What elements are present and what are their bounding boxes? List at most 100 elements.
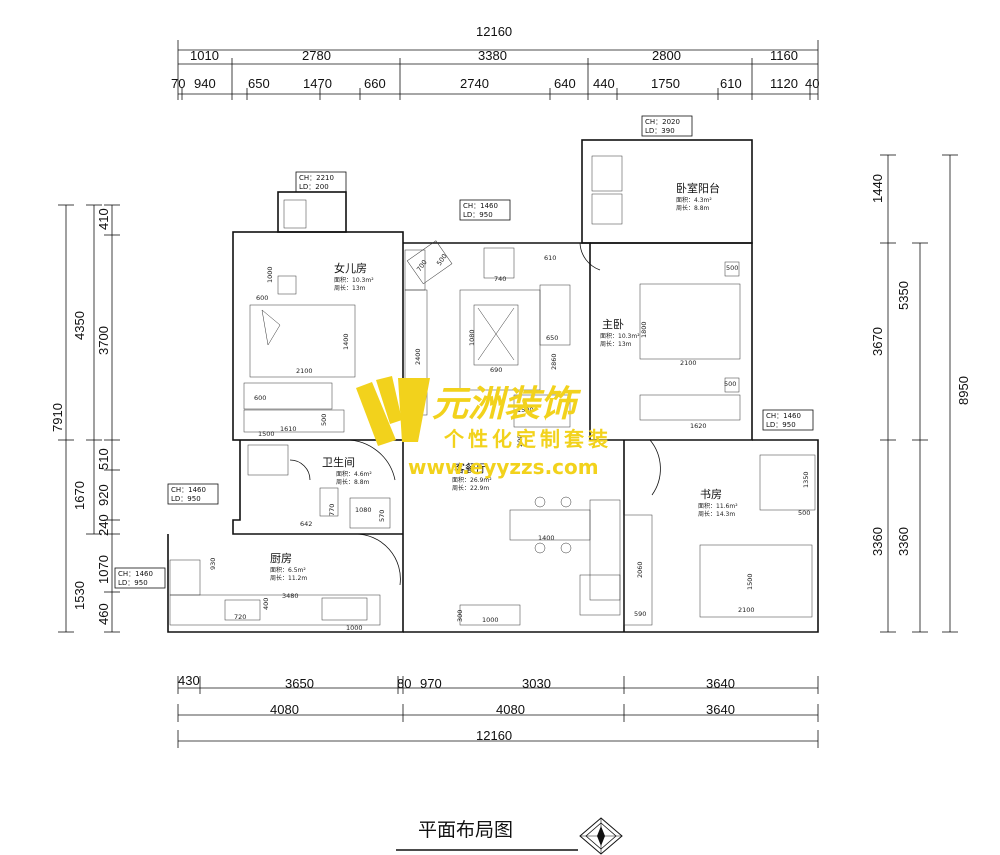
- room-area: 面积：10.3m²: [334, 276, 374, 284]
- dim-label: 40: [805, 76, 819, 91]
- dim-label: 3360: [896, 527, 911, 556]
- room-kitchen: 厨房 面积：6.5m² 周长：11.2m: [270, 552, 307, 582]
- furniture-dim: 1000: [482, 616, 499, 624]
- room-name: 客餐厅: [454, 461, 487, 475]
- room-perimeter: 周长：11.2m: [270, 574, 307, 582]
- dim-label: 1750: [651, 76, 680, 91]
- furniture-dim: 1000: [266, 266, 274, 283]
- furniture: [169, 155, 816, 626]
- furniture-dim: 1500: [258, 430, 275, 438]
- room-perimeter: 周长：8.8m: [336, 478, 370, 486]
- furniture-dim: 700: [415, 258, 429, 273]
- furniture-dim: 500: [798, 509, 810, 517]
- room-perimeter: 周长：8.8m: [676, 204, 710, 212]
- furniture-dim: 1400: [342, 333, 350, 350]
- dim-label: 440: [593, 76, 615, 91]
- ceiling-ch: CH：2020: [645, 118, 680, 126]
- dim-label: 2740: [460, 76, 489, 91]
- doors: [289, 242, 661, 586]
- ceiling-ld: LD：950: [171, 495, 201, 503]
- furniture-dim: 1610: [280, 425, 297, 433]
- dim-label: 70: [171, 76, 185, 91]
- furniture-dim: 570: [378, 510, 386, 522]
- dim-label: 640: [554, 76, 576, 91]
- dim-label: 1440: [870, 174, 885, 203]
- room-perimeter: 周长：13m: [334, 284, 366, 292]
- furniture-dim: 300: [456, 610, 464, 622]
- room-bath: 卫生间 面积：4.6m² 周长：8.8m: [322, 455, 372, 486]
- furniture-dim: 500: [435, 252, 449, 267]
- furniture-dim: 500: [726, 264, 738, 272]
- drawing-title: 平面布局图: [418, 819, 513, 841]
- furniture-dim: 600: [256, 294, 268, 302]
- left-dimensions: [58, 204, 120, 633]
- furniture-dim: 1500: [746, 573, 754, 590]
- furniture-dim: 2860: [550, 353, 558, 370]
- room-area: 面积：26.9m²: [452, 476, 492, 484]
- dim-label: 3030: [522, 676, 551, 691]
- ceiling-ld: LD：950: [463, 211, 493, 219]
- dim-label: 3640: [706, 702, 735, 717]
- ceiling-ch: CH：1460: [171, 486, 206, 494]
- furniture-dim: 1620: [690, 422, 707, 430]
- furniture-dim: 2100: [296, 367, 313, 375]
- ceiling-box: CH：1460 LD：950: [167, 483, 219, 505]
- room-perimeter: 周长：13m: [600, 340, 632, 348]
- dim-label: 8950: [956, 376, 971, 405]
- dim-right: 1440 5350 3670 8950 3360 3360: [870, 174, 971, 556]
- right-dimensions: [880, 154, 958, 633]
- dim-label: 3360: [870, 527, 885, 556]
- ceiling-box: CH：1460 LD：950: [459, 199, 511, 221]
- dim-label: 3640: [706, 676, 735, 691]
- room-area: 面积：4.3m²: [676, 196, 712, 204]
- furniture-dim: 2100: [680, 359, 697, 367]
- dim-label: 4080: [496, 702, 525, 717]
- dim-bottom-row2: 4080 4080 3640: [270, 702, 735, 717]
- dim-label: 1530: [72, 581, 87, 610]
- dim-label: 3700: [96, 326, 111, 355]
- watermark-url: www.eyyzzs.com: [408, 455, 599, 479]
- furniture-dim: 610: [544, 254, 556, 262]
- bottom-dimensions: [177, 676, 819, 748]
- room-daughter: 女儿房 面积：10.3m² 周长：13m: [334, 261, 374, 292]
- ceiling-ch: CH：1460: [766, 412, 801, 420]
- furniture-dimension-labels: 1000 600 1400 2100 600 1610 500 1500 240…: [209, 252, 810, 632]
- ceiling-ld: LD：390: [645, 127, 675, 135]
- room-perimeter: 周长：14.3m: [698, 510, 735, 518]
- furniture-dim: 642: [300, 520, 312, 528]
- dim-label: 1470: [303, 76, 332, 91]
- watermark-logo-icon: [356, 376, 430, 446]
- walls: [167, 139, 819, 633]
- dim-label: 610: [720, 76, 742, 91]
- furniture-dim: 500: [320, 414, 328, 426]
- dim-label: 970: [420, 676, 442, 691]
- furniture-dim: 500: [724, 380, 736, 388]
- room-area: 面积：4.6m²: [336, 470, 372, 478]
- dim-label: 3670: [870, 327, 885, 356]
- dim-label: 4080: [270, 702, 299, 717]
- ceiling-ld: LD：950: [118, 579, 148, 587]
- furniture-dim: 2100: [738, 606, 755, 614]
- room-name: 主卧: [602, 318, 624, 331]
- dim-label: 1670: [72, 481, 87, 510]
- watermark: 元洲装饰 个性化定制套装 www.eyyzzs.com: [356, 376, 608, 479]
- dim-label: 920: [96, 484, 111, 506]
- furniture-dim: 1500: [517, 406, 534, 414]
- ceiling-box: CH：2210 LD：200: [295, 171, 347, 193]
- room-living: 客餐厅 面积：26.9m² 周长：22.9m: [452, 461, 492, 492]
- room-area: 面积：11.6m²: [698, 502, 738, 510]
- furniture-dim: 690: [490, 366, 502, 374]
- watermark-brand: 元洲装饰: [432, 384, 582, 425]
- furniture-dim: 2400: [414, 348, 422, 365]
- furniture-dim: 3480: [282, 592, 299, 600]
- north-compass-icon: [579, 817, 623, 855]
- dim-label: 1070: [96, 555, 111, 584]
- room-perimeter: 周长：22.9m: [452, 484, 489, 492]
- furniture-dim: 740: [494, 275, 506, 283]
- dim-label: 1010: [190, 48, 219, 63]
- ceiling-ch: CH：2210: [299, 174, 334, 182]
- dim-label: 3380: [478, 48, 507, 63]
- dim-label: 2780: [302, 48, 331, 63]
